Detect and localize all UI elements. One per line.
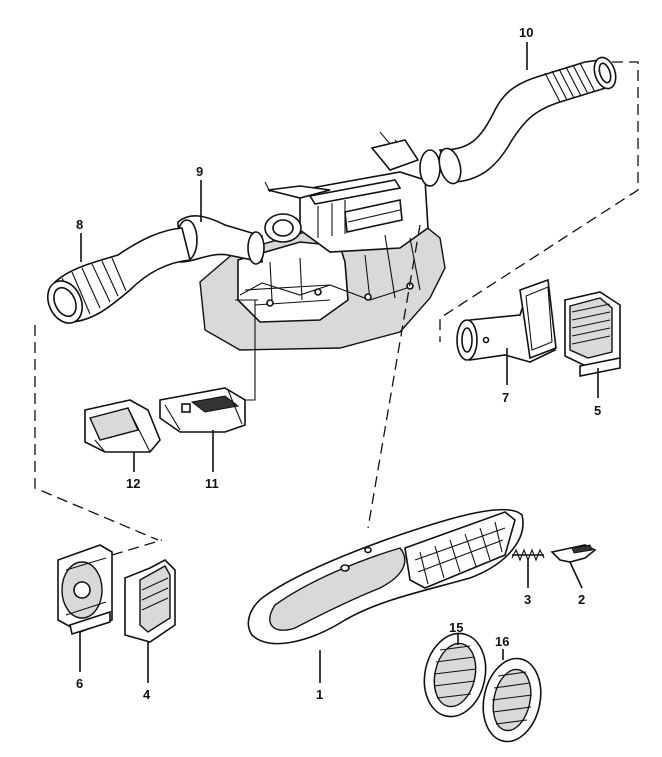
part-labels: 10 9 8 7 5 12 11 3 2 15 16 6 4 1 (76, 25, 601, 702)
label-12: 12 (126, 476, 140, 491)
label-8: 8 (76, 217, 83, 232)
label-3: 3 (524, 592, 531, 607)
right-corrugated-hose (438, 56, 617, 185)
label-2: 2 (578, 592, 585, 607)
duct-part-11 (159, 387, 246, 433)
label-7: 7 (502, 390, 509, 405)
label-4: 4 (143, 687, 151, 702)
assembly-lines (34, 61, 639, 556)
label-10: 10 (519, 25, 533, 40)
label-11: 11 (205, 476, 219, 491)
left-sleeve (176, 215, 265, 265)
outlet-part-4 (124, 559, 176, 643)
outlet-housing-part-1 (247, 508, 524, 645)
oval-grille-part-16 (482, 657, 542, 743)
label-6: 6 (76, 676, 83, 691)
label-1: 1 (316, 687, 323, 702)
leader-lines (79, 42, 599, 683)
label-16: 16 (495, 634, 509, 649)
air-duct-part-7 (456, 278, 557, 363)
label-15: 15 (449, 620, 463, 635)
outlet-grille-part-5 (564, 291, 621, 377)
label-5: 5 (594, 403, 601, 418)
left-corrugated-hose (46, 227, 192, 324)
oval-grille-part-15 (423, 632, 487, 718)
duct-part-12 (84, 399, 161, 453)
label-9: 9 (196, 164, 203, 179)
clip-part-2 (550, 544, 597, 563)
vent-bracket-part-6 (57, 544, 113, 636)
